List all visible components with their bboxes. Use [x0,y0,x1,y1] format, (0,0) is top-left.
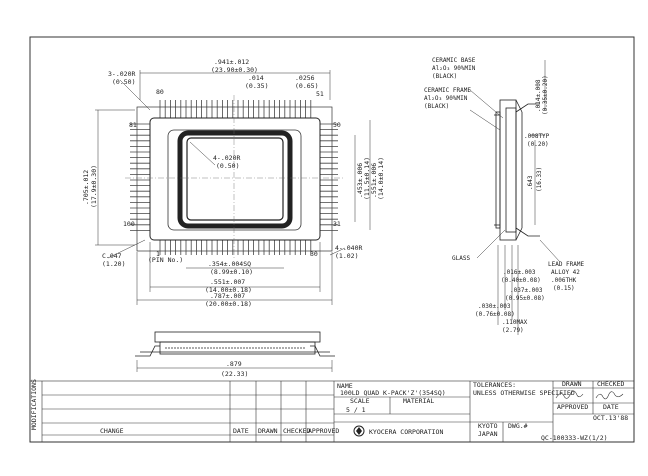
dim-d3-mm: (16.33) [536,167,543,192]
ceramic-frame-material: Al₂O₃ 90%MIN [424,95,468,102]
lead-thickness-mm: (0.15) [553,285,575,292]
dim-overall-width-mm: (20.00±0.18) [205,300,252,308]
dim-body-height-mm: (14.0±0.14) [377,157,385,200]
dim-height-right: .453±.006 [356,163,364,198]
tolerances-label: TOLERANCES: [473,381,516,389]
lead-thickness: .006THK [551,277,577,284]
pin-81: 81 [129,121,137,129]
dim-d1: .014±.008 [535,79,542,112]
pin-30: 30 [310,250,318,258]
lead-frame-label: LEAD FRAME [548,261,585,268]
pin-80: 80 [156,88,164,96]
material-label: MATERIAL [403,397,434,405]
dim-corner-radius-mm: (0.50) [112,78,135,86]
drawn-header: DRAWN [258,427,278,435]
ceramic-base-label: CERAMIC BASE [432,57,476,64]
dim-d1-mm: (0.35±0.20) [542,75,549,115]
name-label: NAME [337,382,353,390]
checked-header: CHECKED [283,427,310,435]
dim-lead-width: .0256 [295,74,315,82]
pin-100: 100 [123,220,135,228]
dim-chamfer: C.047 [102,252,122,260]
dim-bottom-width: .879 [226,360,242,368]
die-frame [177,130,293,229]
part-name: 100LD QUAD K-PACK'Z'(354SQ) [340,389,446,397]
die-cavity [186,137,284,221]
kyocera-logo [353,425,365,437]
pin-50: 50 [333,121,341,129]
glass-label: GLASS [452,255,470,262]
company-country: JAPAN [478,430,498,438]
company-name: KYOCERA CORPORATION [369,428,443,436]
ceramic-frame-color: (BLACK) [424,103,449,110]
dim-cavity: .354±.004SQ [208,260,251,268]
date-value: OCT.13'88 [593,414,628,422]
bottom-view: .879 (22.33) [135,331,335,378]
ceramic-frame-label: CERAMIC FRAME [424,87,471,94]
dim-d5: .037±.003 [510,287,543,294]
drawn-column-header: DRAWN [562,380,582,388]
dim-d6: .030±.003 [478,303,511,310]
dim-d2-mm: (0.20) [527,141,549,148]
dim-bottom-width-mm: (22.33) [221,370,248,378]
dim-d7: .110MAX [502,319,528,326]
dim-height-right-mm: (11.5±0.14) [363,157,371,200]
drawing-number: QC-100333-WZ(1/2) [541,434,608,442]
signatures [555,390,624,400]
dim-width-top: .941±.012 [214,58,249,66]
dim-d2: .008TYP [524,133,550,140]
ceramic-base-material: Al₂O₃ 90%MIN [432,65,476,72]
scale-value: 5 / 1 [346,406,366,414]
dim-lead-width-mm: (0.65) [295,82,318,90]
dim-d4-mm: (0.40±0.08) [501,277,541,284]
dim-radius-040-mm: (1.02) [335,252,358,260]
dim-height-left-mm: (17.9±0.30) [90,165,98,208]
dim-inner-radius: 4-.020R [213,154,240,162]
company-city: KYOTO [478,422,498,430]
dim-overall-width: .787±.007 [210,292,245,300]
dim-d7-mm: (2.79) [502,327,524,334]
side-view: CERAMIC BASE Al₂O₃ 90%MIN (BLACK) CERAMI… [424,57,585,335]
lead-frame-material: ALLOY 42 [551,269,580,276]
ceramic-base-color: (BLACK) [432,73,457,80]
dim-body-width: .551±.007 [210,278,245,286]
approved-header: APPROVED [308,427,339,435]
dim-d3: .643 [527,175,534,190]
tolerances-note: UNLESS OTHERWISE SPECIFIED [473,389,575,397]
modifications-label: MODIFICATIONS [30,379,38,430]
dim-pitch-mm: (0.35) [245,82,268,90]
dim-d4: .016±.003 [503,269,536,276]
pin-number-note: (PIN No.) [148,256,183,264]
dim-inner-radius-mm: (0.50) [216,162,239,170]
dim-corner-radius: 3-.020R [108,70,135,78]
pin-31: 31 [333,220,341,228]
dim-d6-mm: (0.76±0.08) [475,311,515,318]
drawing-number-label: DWG.# [508,422,528,430]
dim-body-height: .551±.006 [370,163,378,198]
title-block [29,380,635,443]
dim-height-left: .705±.012 [82,170,90,205]
scale-label: SCALE [350,397,370,405]
dim-cavity-mm: (8.99±0.10) [210,268,253,276]
dim-chamfer-mm: (1.20) [102,260,125,268]
checked-column-header: CHECKED [597,380,624,388]
pin-51: 51 [316,90,324,98]
pin-1: 1 [156,250,160,258]
date-header: DATE [233,427,249,435]
dim-d5-mm: (0.95±0.08) [505,295,545,302]
front-view: .941±.012 (23.90±0.30) .014 (0.35) .0256… [82,58,385,308]
dim-pitch: .014 [248,74,264,82]
change-header: CHANGE [100,427,124,435]
date-column-header: DATE [603,403,619,411]
dim-body-width-mm: (14.00±0.18) [205,286,252,294]
package-body [149,117,321,241]
approved-column-header: APPROVED [557,403,588,411]
dim-radius-040: 4-.040R [335,244,362,252]
dim-width-top-mm: (23.90±0.30) [211,66,258,74]
